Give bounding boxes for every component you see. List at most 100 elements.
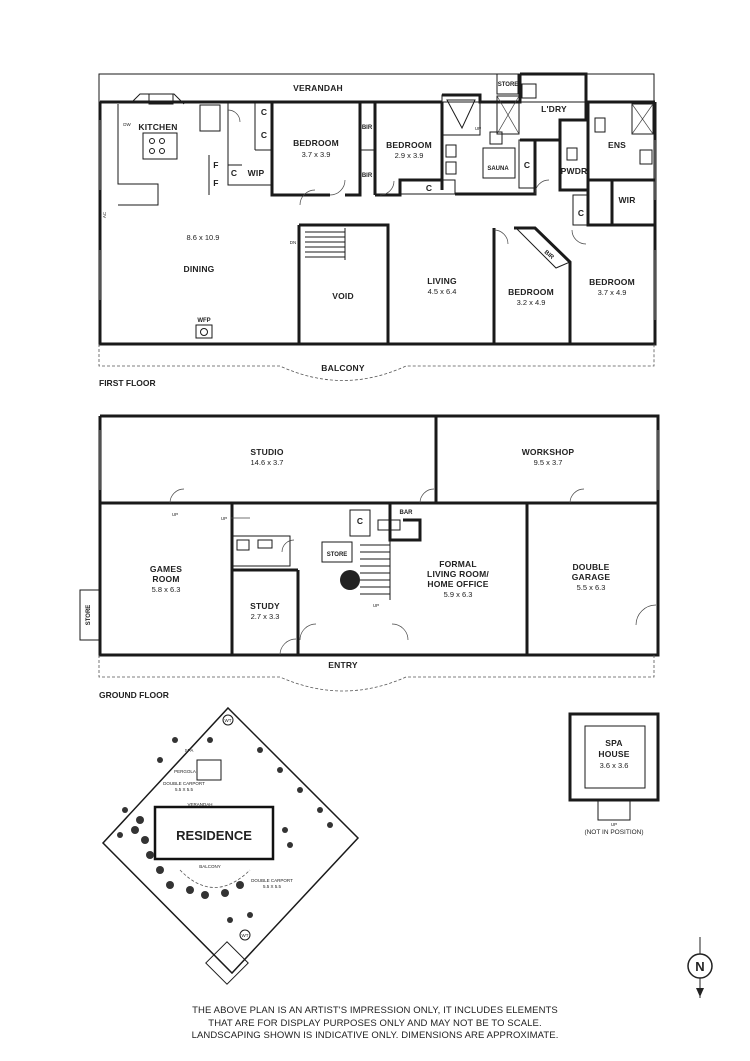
- gf-door-5: [299, 623, 317, 641]
- c-cupboard-4: [572, 194, 589, 226]
- wt-label-2: WT: [242, 933, 249, 938]
- up-label-stairs: UP: [373, 603, 379, 608]
- water-tank-2: [239, 929, 251, 941]
- kitchen-bench: [117, 104, 159, 206]
- store-top: [496, 73, 519, 95]
- disclaimer-line-2: THAT ARE FOR DISPLAY PURPOSES ONLY AND M…: [208, 1017, 542, 1029]
- bath-area: [441, 94, 481, 136]
- gf-door-1: [169, 488, 185, 504]
- garage-dim: 5.5 x 6.3: [577, 583, 606, 592]
- games-dim: 5.8 x 6.3: [152, 585, 181, 594]
- hob-1: [149, 138, 155, 144]
- gf-door-6: [391, 623, 409, 641]
- ground-floor-title: GROUND FLOOR: [99, 690, 169, 700]
- fireplace: [195, 324, 213, 339]
- residence-block: [153, 805, 275, 861]
- first-floor-plan: VERANDAH STORE KITCHEN DW C C C WIP: [98, 72, 657, 388]
- disclaimer-line-3: LANDSCAPING SHOWN IS INDICATIVE ONLY. DI…: [191, 1030, 559, 1041]
- door-arc-1: [299, 189, 316, 206]
- bath-walls: [442, 74, 522, 104]
- ldry-tub: [521, 83, 537, 99]
- site-boundary: [101, 706, 360, 975]
- carport-label-1: DOUBLE CARPORT: [163, 781, 205, 786]
- bir2-label: BIR: [362, 173, 373, 179]
- shower: [496, 95, 520, 135]
- gf-basin: [236, 539, 250, 551]
- living-label: LIVING: [427, 276, 457, 286]
- site-plan: RESIDENCE PERGOLA DOUBLE CARPORT 5.5 X 5…: [101, 706, 360, 985]
- dn-label: DN: [290, 240, 297, 245]
- kitchen-bay: [131, 93, 185, 105]
- fridge: [199, 104, 221, 132]
- stairs-ground: [360, 540, 391, 600]
- games-label-2: ROOM: [152, 574, 179, 584]
- toilet-ens: [594, 117, 606, 133]
- bed4-dim: 3.7 x 4.9: [598, 288, 627, 297]
- c-cupboard-3: [518, 139, 536, 189]
- garage-label-1: DOUBLE: [572, 562, 609, 572]
- fireplace-circle: [200, 328, 208, 336]
- spa-note: (NOT IN POSITION): [584, 829, 643, 836]
- f2-label: F: [213, 178, 218, 188]
- spa-up-label: UP: [611, 822, 617, 827]
- gf-vanity: [257, 539, 273, 549]
- store-stairs: [321, 541, 353, 563]
- f1-label: F: [213, 160, 218, 170]
- spa-dim: 3.6 x 3.6: [600, 761, 629, 770]
- shower-x2: [496, 95, 520, 135]
- verandah-outline: [98, 73, 655, 103]
- bir-angled: [514, 227, 571, 269]
- bed4-label: BEDROOM: [589, 277, 635, 287]
- ens-shower-x2: [631, 103, 654, 135]
- door-arc-3: [379, 180, 395, 196]
- floor-plan: VERANDAH STORE KITCHEN DW C C C WIP: [79, 72, 713, 998]
- hob-2: [159, 138, 165, 144]
- first-floor-outer-wall: [98, 102, 657, 346]
- sauna-label: SAUNA: [487, 166, 509, 172]
- compass-letter: N: [695, 959, 704, 974]
- up-label-study: UP: [221, 516, 227, 521]
- bir1-label: BIR: [362, 125, 373, 131]
- site-balcony-curve: [179, 869, 251, 888]
- formal-label-1: FORMAL: [439, 559, 477, 569]
- store-ground-label: STORE: [86, 605, 92, 626]
- store-top-label: STORE: [498, 82, 519, 88]
- workshop-label: WORKSHOP: [522, 447, 575, 457]
- spa-label: SPA: [185, 748, 194, 753]
- balcony-outline: [98, 344, 655, 381]
- spa-steps: [597, 799, 631, 821]
- garage-label-2: GARAGE: [572, 572, 611, 582]
- studio-dim: 14.6 x 3.7: [251, 458, 284, 467]
- c-cupboard-gf: [349, 509, 371, 537]
- bir3-label: BIR: [543, 250, 555, 262]
- bed1-walls: [270, 102, 330, 197]
- up-label-bath: UP: [475, 126, 481, 131]
- kitchen-island: [142, 132, 178, 160]
- formal-label-2: LIVING ROOM/: [427, 569, 489, 579]
- ens-label: ENS: [608, 140, 626, 150]
- c6-label: C: [578, 208, 584, 218]
- bed1-label: BEDROOM: [293, 138, 339, 148]
- door-arc-2: [329, 179, 346, 196]
- spa-title-1: SPA: [605, 738, 622, 748]
- wt-label-1: WT: [225, 718, 232, 723]
- balcony-label: BALCONY: [321, 363, 365, 373]
- carport-dim-1: 5.5 X 5.5: [175, 787, 194, 792]
- carport-dim-2: 5.5 X 5.5: [263, 884, 282, 889]
- bed2-dim: 2.9 x 3.9: [395, 151, 424, 160]
- disclaimer-line-1: THE ABOVE PLAN IS AN ARTIST'S IMPRESSION…: [192, 1005, 558, 1016]
- sauna-room: [482, 147, 516, 179]
- site-verandah-label: VERANDAH: [187, 802, 212, 807]
- c4-label: C: [426, 183, 432, 193]
- door-arc-4: [534, 179, 550, 195]
- bed3-walls: [514, 226, 572, 344]
- site-balcony-label: BALCONY: [199, 864, 221, 869]
- ens-basin: [639, 149, 653, 165]
- up-label-games: UP: [172, 512, 178, 517]
- void-walls: [299, 223, 390, 344]
- carport-label-2: DOUBLE CARPORT: [251, 878, 293, 883]
- c1-label: C: [261, 107, 267, 117]
- store-ground: [79, 589, 101, 641]
- ens-shower: [631, 103, 654, 135]
- disclaimer: THE ABOVE PLAN IS AN ARTIST'S IMPRESSION…: [0, 1005, 750, 1043]
